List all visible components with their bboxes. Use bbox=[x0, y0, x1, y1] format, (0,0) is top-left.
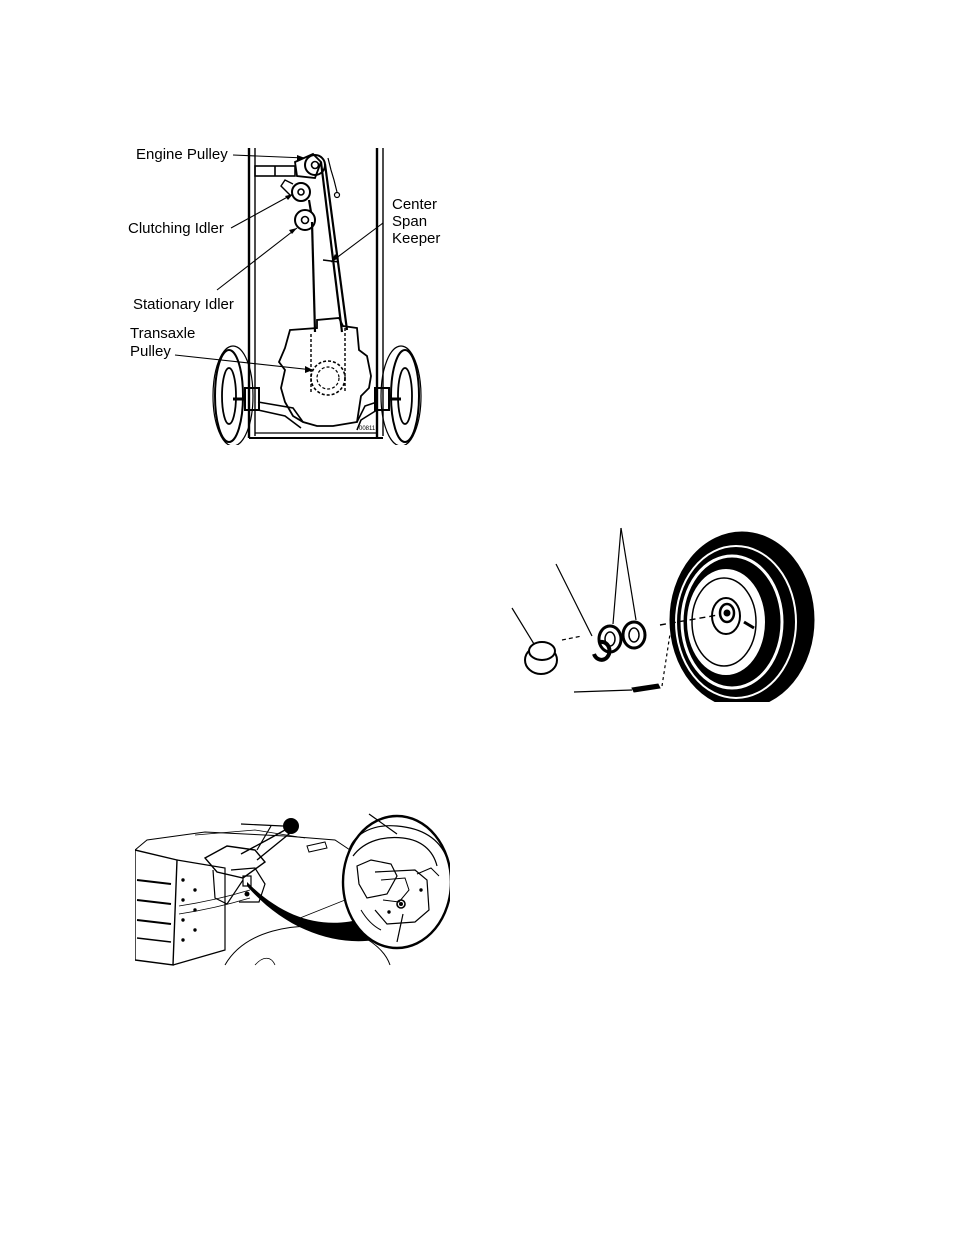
stationary-idler-label: Stationary Idler bbox=[133, 296, 234, 313]
clutching-idler-label: Clutching Idler bbox=[128, 220, 224, 237]
marker-dot bbox=[283, 818, 299, 834]
detail-circle bbox=[343, 816, 450, 948]
control-panel bbox=[135, 850, 250, 965]
lever-detail-figure bbox=[135, 810, 450, 970]
center-span-keeper-label-line2: Span bbox=[392, 213, 427, 230]
hub-cap bbox=[525, 642, 557, 674]
engine-pulley-label: Engine Pulley bbox=[136, 146, 228, 163]
drive-belt bbox=[309, 162, 347, 332]
lever-detail-drawing bbox=[135, 810, 450, 970]
figure-code: 00811 bbox=[359, 426, 375, 432]
wheel-tire bbox=[670, 532, 814, 702]
wheel-assembly-drawing bbox=[510, 522, 815, 702]
transaxle-housing bbox=[279, 318, 371, 426]
transaxle-pulley bbox=[311, 361, 345, 395]
washer-2 bbox=[623, 622, 645, 648]
transaxle-label-line2: Pulley bbox=[130, 343, 171, 360]
belt-routing-figure: Engine Pulley Clutching Idler Stationary… bbox=[125, 140, 445, 445]
belt-routing-drawing bbox=[125, 140, 445, 445]
center-span-keeper-label-line1: Center bbox=[392, 196, 437, 213]
wheel-assembly-figure bbox=[510, 522, 815, 702]
center-span-keeper-label-line3: Keeper bbox=[392, 230, 440, 247]
transaxle-label-line1: Transaxle bbox=[130, 325, 195, 342]
axle-key bbox=[632, 684, 660, 692]
clutching-idler bbox=[292, 183, 310, 201]
right-wheel bbox=[381, 346, 421, 445]
